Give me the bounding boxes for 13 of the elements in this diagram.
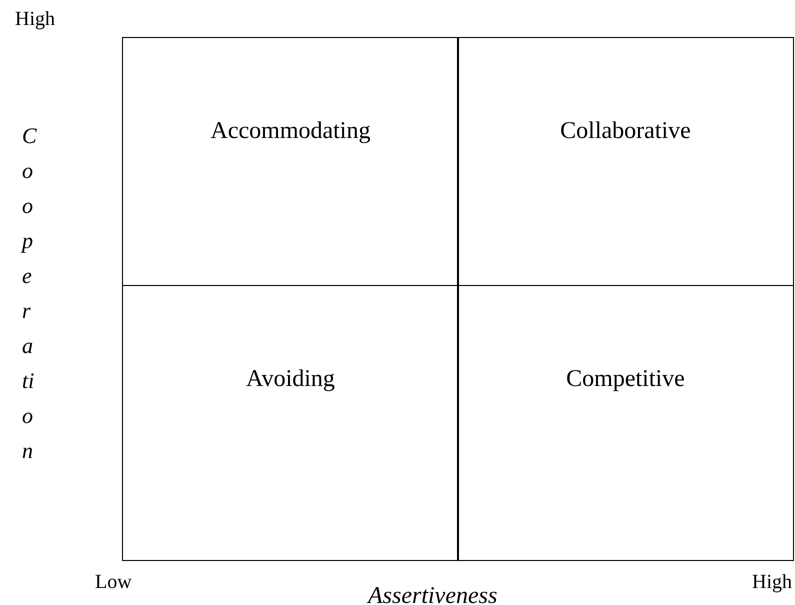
quadrant-label: Accommodating — [210, 118, 372, 145]
quadrant-label: Collaborative — [559, 118, 692, 145]
axis-max-label: High — [752, 571, 792, 594]
axis-title: Assertiveness — [368, 583, 498, 605]
quadrant-box — [457, 37, 794, 286]
quadrant-label: Competitive — [565, 366, 686, 393]
quadrant-box — [122, 285, 459, 561]
quadrant-box — [122, 37, 459, 286]
quadrant-box — [457, 285, 794, 561]
quadrant-label: Avoiding — [245, 366, 336, 393]
axis-min-label: Low — [95, 571, 132, 594]
axis-max-label: High — [15, 8, 55, 31]
axis-title: Cooperation — [22, 122, 37, 465]
